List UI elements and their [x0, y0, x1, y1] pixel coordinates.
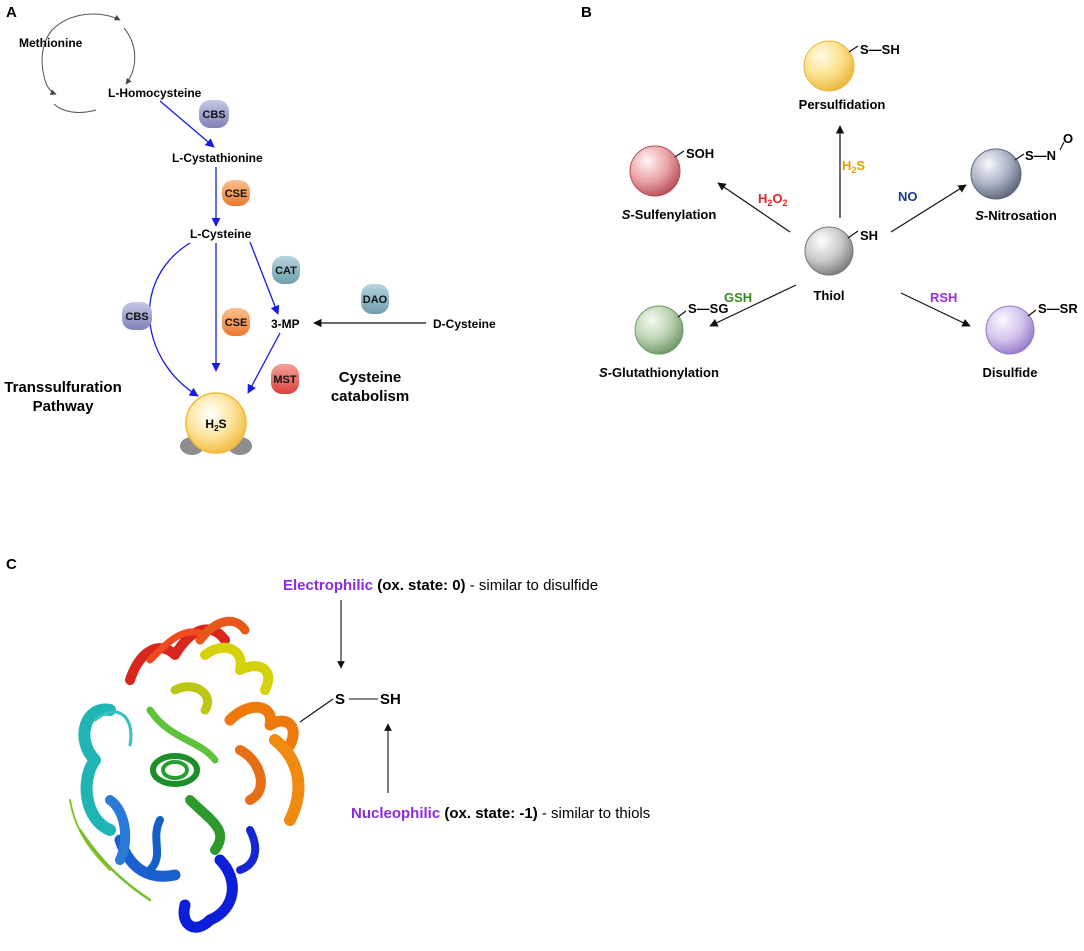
reagent-rsh: RSH	[930, 290, 957, 305]
thiol-center: SH Thiol	[804, 226, 878, 303]
reagent-h2o2: H2O2	[758, 191, 788, 208]
panel-b-label: B	[581, 4, 592, 21]
electrophilic-annotation: Electrophilic (ox. state: 0) - similar t…	[283, 577, 598, 594]
sulfenylation-group: SOH	[686, 146, 714, 161]
nitrosation-label: S-Nitrosation	[975, 208, 1057, 223]
h2s-product: H2S	[180, 392, 252, 455]
flux-arrows	[148, 100, 281, 397]
glutathionylation-label: S-Glutathionylation	[599, 365, 719, 380]
enzyme-dao-label: DAO	[363, 294, 388, 306]
enzyme-cbs-top: CBS	[199, 100, 229, 128]
modification-arrows	[709, 125, 971, 327]
panel-c-label: C	[6, 556, 17, 573]
cystathionine-label: L-Cystathionine	[172, 151, 263, 165]
enzyme-mst: MST	[271, 364, 299, 394]
d-cysteine-label: D-Cysteine	[433, 317, 496, 331]
enzyme-cse-top-label: CSE	[225, 188, 248, 200]
methionine-cycle	[41, 13, 136, 113]
arrow-mp-h2s	[247, 332, 281, 394]
enzyme-dao: DAO	[361, 284, 389, 314]
reagent-h2s: H2S	[842, 158, 865, 175]
transsulfuration-line1: Transsulfuration	[4, 379, 122, 396]
arrow-cysteine-h2s-cbs	[148, 242, 199, 397]
cysteine-label: L-Cysteine	[190, 227, 252, 241]
protein-ribbon-structure	[69, 616, 305, 933]
disulfide: S—SR Disulfide	[983, 301, 1079, 380]
reagent-gsh: GSH	[724, 290, 752, 305]
persulfidation-group: S—SH	[860, 42, 900, 57]
disulfide-group: S—SR	[1038, 301, 1078, 316]
arrow-homocysteine-cystathionine	[159, 100, 215, 148]
enzyme-cse-mid: CSE	[222, 308, 250, 336]
nucleophilic-annotation: Nucleophilic (ox. state: -1) - similar t…	[351, 805, 650, 822]
mp-label: 3-MP	[271, 317, 300, 331]
transsulfuration-line2: Pathway	[33, 398, 95, 415]
thiol-label: Thiol	[813, 288, 844, 303]
glutathionylation-group: S—SG	[688, 301, 728, 316]
glutathionylation: S—SG S-Glutathionylation	[599, 301, 728, 380]
enzyme-cbs-left: CBS	[122, 302, 152, 330]
sulfur-atom: S	[335, 691, 345, 708]
catabolism-line1: Cysteine	[339, 369, 402, 386]
catabolism-line2: catabolism	[331, 388, 409, 405]
enzyme-cbs-left-label: CBS	[125, 311, 148, 323]
thiol-group: SH	[860, 228, 878, 243]
homocysteine-label: L-Homocysteine	[108, 86, 202, 100]
reagent-no: NO	[898, 189, 918, 204]
enzyme-cse-top: CSE	[222, 180, 250, 206]
nitrosation-oxygen: O	[1063, 131, 1073, 146]
enzyme-cse-mid-label: CSE	[225, 317, 248, 329]
persulfidation: S—SH Persulfidation	[799, 40, 900, 112]
disulfide-label: Disulfide	[983, 365, 1038, 380]
persulfidation-label: Persulfidation	[799, 97, 886, 112]
enzyme-cat-label: CAT	[275, 265, 297, 277]
protein-s-bond	[299, 698, 334, 723]
nitrosation: S—N O S-Nitrosation	[970, 131, 1073, 223]
sulfenylation-label: S-Sulfenylation	[622, 207, 717, 222]
h2s-label: H2S	[205, 417, 226, 433]
enzyme-cbs-top-label: CBS	[202, 109, 225, 121]
panel-a-label: A	[6, 4, 17, 21]
sulfenylation: SOH S-Sulfenylation	[622, 145, 717, 222]
enzyme-cat: CAT	[272, 256, 300, 284]
arrow-cysteine-mp	[249, 241, 280, 315]
sulfhydryl-group: SH	[380, 691, 401, 708]
methionine-label: Methionine	[19, 36, 83, 50]
nitrosation-group: S—N	[1025, 148, 1056, 163]
enzyme-mst-label: MST	[273, 374, 297, 386]
